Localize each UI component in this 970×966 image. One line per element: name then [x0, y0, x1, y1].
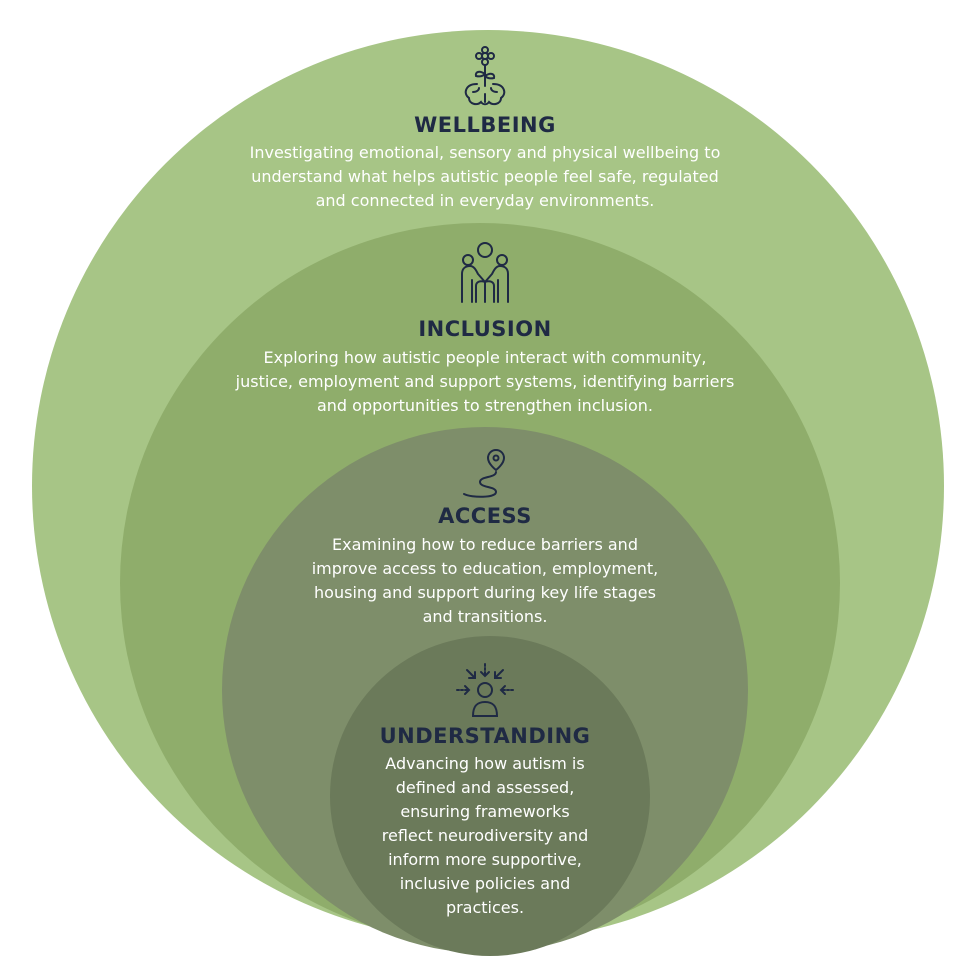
- understanding-line: reflect neurodiversity and: [381, 826, 589, 845]
- inclusion-line: and opportunities to strengthen inclusio…: [316, 396, 653, 415]
- inclusion-line: Exploring how autistic people interact w…: [263, 348, 707, 367]
- inclusion-description: Exploring how autistic people interact w…: [195, 346, 775, 418]
- access-line: and transitions.: [422, 607, 548, 626]
- wellbeing-title: WELLBEING: [414, 113, 556, 137]
- wellbeing-description: Investigating emotional, sensory and phy…: [200, 141, 770, 213]
- brain-flower-icon: [459, 46, 511, 108]
- access-line: Examining how to reduce barriers and: [332, 535, 638, 554]
- understanding-line: ensuring frameworks: [400, 802, 570, 821]
- access-line: improve access to education, employment,: [311, 559, 659, 578]
- person-focus-arrows-icon: [455, 662, 515, 718]
- understanding-line: inform more supportive,: [388, 850, 582, 869]
- inclusion-title: INCLUSION: [418, 317, 552, 341]
- winding-path-pin-icon: [460, 448, 510, 500]
- wellbeing-line: understand what helps autistic people fe…: [251, 167, 719, 186]
- understanding-line: Advancing how autism is: [385, 754, 585, 773]
- understanding-description: Advancing how autism is defined and asse…: [345, 752, 625, 920]
- wellbeing-line: and connected in everyday environments.: [315, 191, 655, 210]
- wellbeing-line: Investigating emotional, sensory and phy…: [249, 143, 721, 162]
- understanding-circle: [330, 636, 650, 956]
- understanding-line: practices.: [445, 898, 525, 917]
- group-embrace-icon: [458, 240, 512, 304]
- understanding-line: defined and assessed,: [395, 778, 575, 797]
- inclusion-line: justice, employment and support systems,…: [235, 372, 735, 391]
- understanding-title: UNDERSTANDING: [379, 724, 591, 748]
- access-title: ACCESS: [438, 504, 532, 528]
- access-line: housing and support during key life stag…: [314, 583, 656, 602]
- access-description: Examining how to reduce barriers and imp…: [275, 533, 695, 629]
- understanding-line: inclusive policies and: [399, 874, 571, 893]
